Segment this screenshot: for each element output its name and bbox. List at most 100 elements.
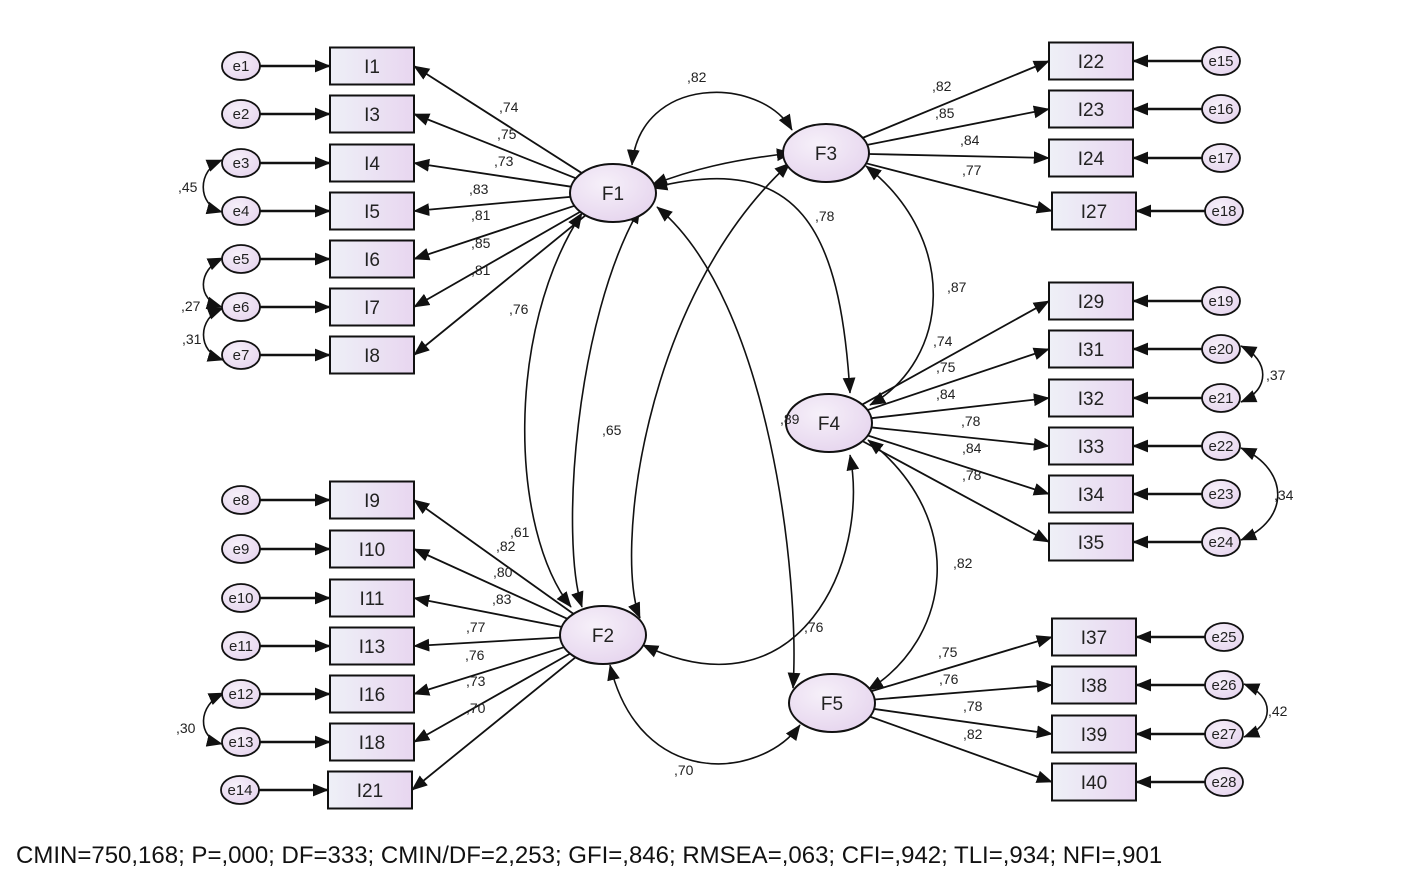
error-label: e9 (233, 541, 250, 558)
factor-label: F2 (592, 626, 614, 647)
indicator-i34: I34 (1048, 474, 1134, 514)
loading-label: ,78 (961, 413, 981, 429)
indicator-box (1048, 89, 1134, 129)
indicator-label: I5 (364, 202, 380, 223)
error-ellipse (1201, 431, 1241, 461)
error-label: e1 (233, 58, 250, 75)
error-e5: e5 (221, 244, 261, 274)
error-ellipse (221, 679, 261, 709)
indicator-box (329, 578, 415, 618)
indicator-i40: I40 (1051, 762, 1137, 802)
indicator-i38: I38 (1051, 665, 1137, 705)
factor-covariance-arc (523, 212, 583, 608)
indicator-i21: I21 (327, 770, 413, 810)
indicator-box (329, 94, 415, 134)
indicator-i24: I24 (1048, 138, 1134, 178)
factor-covariance-label: ,76 (804, 619, 824, 635)
loading-label: ,82 (496, 538, 516, 554)
factor-loading-arrow (413, 210, 581, 308)
error-ellipse (1201, 479, 1241, 509)
error-ellipse (221, 292, 261, 322)
indicator-label: I40 (1081, 773, 1107, 794)
indicator-label: I18 (359, 733, 385, 754)
factor-loading-arrow (869, 715, 1053, 783)
indicator-i27: I27 (1051, 191, 1137, 231)
error-label: e25 (1211, 629, 1236, 646)
loading-label: ,84 (960, 132, 980, 148)
error-e22: e22 (1201, 431, 1241, 461)
indicator-i33: I33 (1048, 426, 1134, 466)
indicator-i39: I39 (1051, 714, 1137, 754)
indicator-box (329, 480, 415, 520)
error-e8: e8 (221, 485, 261, 515)
indicator-box (329, 239, 415, 279)
indicator-label: I39 (1081, 725, 1107, 746)
indicator-box (1048, 522, 1134, 562)
label-layer: ,82,78,76,89,65,76,70,87,82,61,45,27,31,… (176, 69, 1294, 778)
indicator-label: I3 (364, 105, 380, 126)
covariance-layer (202, 91, 1279, 765)
indicator-box (329, 529, 415, 569)
factor-covariance-label: ,82 (687, 69, 707, 85)
factor-covariance-arc (628, 162, 791, 619)
indicator-label: I23 (1078, 100, 1104, 121)
factor-loading-arrow (411, 656, 577, 791)
error-covariance-arc (202, 159, 223, 215)
loading-label: ,74 (933, 333, 953, 349)
factor-covariance-arc (867, 439, 939, 691)
error-e9: e9 (221, 534, 261, 564)
factor-ellipse (785, 393, 873, 453)
loading-label: ,70 (466, 700, 486, 716)
factor-loading-arrow (867, 347, 1050, 411)
factor-covariance-label: ,76 (509, 301, 529, 317)
factor-loading-arrow (413, 594, 562, 628)
indicator-box (329, 722, 415, 762)
error-ellipse (1201, 334, 1241, 364)
error-ellipse (221, 485, 261, 515)
indicator-label: I31 (1078, 340, 1104, 361)
error-label: e14 (227, 782, 252, 799)
factor-covariance-label: ,82 (953, 555, 973, 571)
indicator-label: I27 (1081, 202, 1107, 223)
error-ellipse (1204, 719, 1244, 749)
factor-label: F1 (602, 184, 624, 205)
indicator-i22: I22 (1048, 41, 1134, 81)
error-label: e20 (1208, 341, 1233, 358)
indicator-i31: I31 (1048, 329, 1134, 369)
error-label: e5 (233, 251, 250, 268)
factor-loading-arrow (413, 646, 565, 696)
error-ellipse (221, 534, 261, 564)
loading-label: ,74 (499, 99, 519, 115)
error-covariance-label: ,37 (1266, 367, 1286, 383)
factor-loading-arrow (874, 679, 1053, 701)
indicator-i18: I18 (329, 722, 415, 762)
indicator-i1: I1 (329, 46, 415, 86)
error-ellipse (221, 99, 261, 129)
loading-label: ,78 (962, 467, 982, 483)
error-label: e8 (233, 492, 250, 509)
error-ellipse (221, 631, 261, 661)
loading-label: ,75 (936, 359, 956, 375)
factor-loading-arrow (413, 548, 568, 620)
error-e23: e23 (1201, 479, 1241, 509)
factor-covariance-label: ,65 (602, 422, 622, 438)
factor-loading-arrow (871, 393, 1050, 420)
error-e4: e4 (221, 196, 261, 226)
factor-ellipse (782, 123, 870, 183)
loading-label: ,84 (962, 440, 982, 456)
error-ellipse (221, 196, 261, 226)
factor-loading-arrow (413, 65, 583, 174)
error-ellipse (1201, 46, 1241, 76)
loading-label: ,82 (963, 726, 983, 742)
error-e27: e27 (1204, 719, 1244, 749)
factor-loading-arrow (413, 652, 571, 743)
error-ellipse (221, 244, 261, 274)
error-ellipse (221, 340, 261, 370)
indicator-i6: I6 (329, 239, 415, 279)
error-label: e7 (233, 347, 250, 364)
error-ellipse (1204, 622, 1244, 652)
indicator-box (329, 46, 415, 86)
indicator-box (1048, 281, 1134, 321)
indicator-label: I37 (1081, 628, 1107, 649)
indicator-box (329, 674, 415, 714)
